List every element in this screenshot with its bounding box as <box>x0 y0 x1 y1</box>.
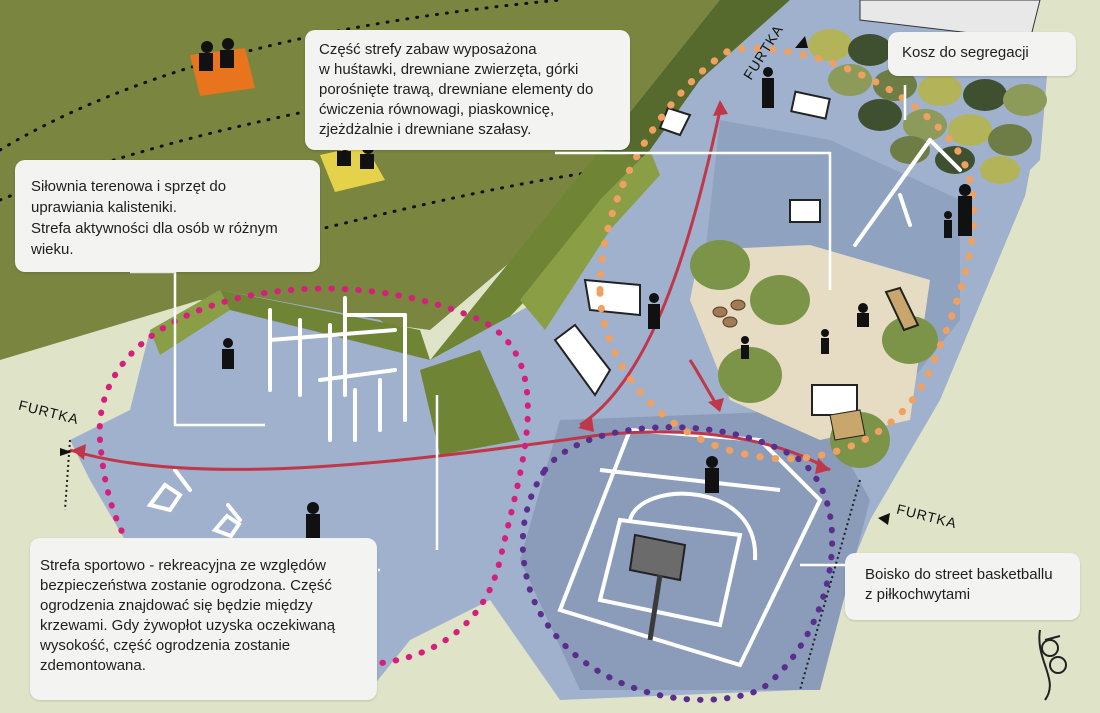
callout-sport-zone-text: Strefa sportowo - rekreacyjna ze względó… <box>40 557 336 674</box>
bench-icon <box>789 199 821 223</box>
swing-set-icon <box>853 138 962 247</box>
gate-arrow-icon <box>795 36 808 48</box>
bench-icon <box>658 106 692 137</box>
grass-mound <box>690 240 750 290</box>
basketball-backboard-icon <box>628 533 687 582</box>
people-silhouettes <box>222 67 972 544</box>
fitness-machines <box>146 468 242 539</box>
grass-mound <box>718 347 782 403</box>
picnic-blanket-icon <box>190 38 255 96</box>
paving-shade <box>520 410 870 690</box>
play-zone-outline <box>596 44 978 463</box>
basketball-pole <box>647 574 663 641</box>
callout-basketball-court-text: Boisko do street basketballu z piłkochwy… <box>865 566 1053 603</box>
hedge-block <box>420 350 520 455</box>
arrowhead-icon <box>72 100 830 474</box>
callout-play-area-text: Część strefy zabaw wyposażona w huśtawki… <box>319 41 594 138</box>
grass-mound <box>750 275 810 325</box>
callout-waste-bin-text: Kosz do segregacji <box>902 44 1029 61</box>
balance-beam-icon <box>884 286 920 332</box>
wooden-tent <box>553 323 612 397</box>
hedge-block <box>220 290 430 360</box>
grass-mound <box>882 316 938 364</box>
callout-sport-zone: Strefa sportowo - rekreacyjna ze względó… <box>30 538 377 700</box>
wooden-tent <box>583 278 641 317</box>
callout-leader-lines <box>130 85 907 572</box>
mermaid-emblem-icon <box>1038 629 1067 701</box>
gate-arrow-icon <box>878 513 890 525</box>
hedge-block <box>520 150 660 330</box>
shrub-row <box>808 29 1047 184</box>
wooden-stumps <box>712 299 746 328</box>
callout-waste-bin: Kosz do segregacji <box>888 32 1076 76</box>
fence <box>799 479 861 691</box>
callout-play-area: Część strefy zabaw wyposażona w huśtawki… <box>305 30 630 150</box>
callout-basketball-court: Boisko do street basketballu z piłkochwy… <box>845 553 1080 620</box>
hedge-wall <box>600 0 790 160</box>
waste-bin-icon <box>790 90 831 120</box>
gate-arrow-icon <box>60 448 72 456</box>
callout-outdoor-gym: Siłownia terenowa i sprzęt do uprawiania… <box>15 160 320 272</box>
callout-outdoor-gym-text: Siłownia terenowa i sprzęt do uprawiania… <box>31 178 278 258</box>
lawn-dotted-line <box>198 168 612 262</box>
outdoor-gym-equipment <box>268 296 407 442</box>
lawn-area <box>380 640 520 713</box>
slide-icon <box>811 384 866 441</box>
court-zone-outline <box>519 424 836 703</box>
